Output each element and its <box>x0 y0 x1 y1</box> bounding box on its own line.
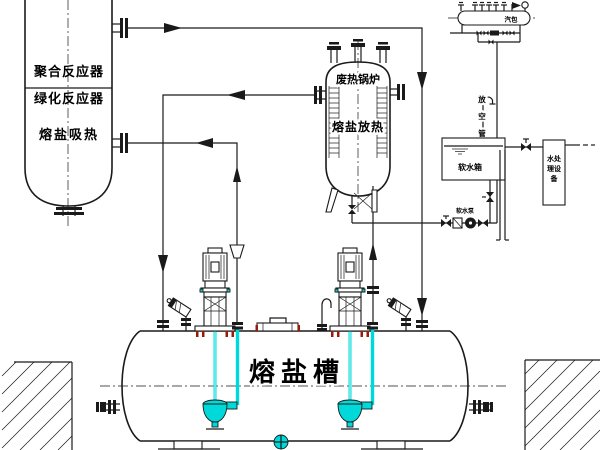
tank-drain-valve <box>273 434 289 450</box>
vent-label-char: 放 <box>477 94 486 104</box>
water-treatment-label-line: 备 <box>550 174 559 183</box>
water-treatment-label-line: 理设 <box>547 164 562 173</box>
flow-arrow-up-icon <box>233 166 241 182</box>
flow-arrow-right-icon <box>164 23 182 33</box>
boiler-top-nozzles <box>327 39 390 63</box>
safety-valve-icon <box>512 2 521 9</box>
pressure-gauge-icon <box>521 1 529 9</box>
steam-drum-label: 汽包 <box>505 15 519 24</box>
boiler-coil-right <box>376 86 388 158</box>
flow-meter-icon <box>490 30 499 36</box>
tank-left-nozzle <box>96 400 120 414</box>
boiler-leg <box>325 187 339 213</box>
pipeline-reactor-to-tank <box>128 23 428 331</box>
vent-label-char: 管 <box>478 128 486 138</box>
molten-salt-tank: 熔盐槽 <box>96 298 506 450</box>
feedwater-pump-group: 软水泵 <box>441 205 488 229</box>
water-treatment-label-line: 水处 <box>547 154 562 163</box>
tank-right-nozzle <box>469 400 493 414</box>
steam-drum: 汽包 <box>448 1 538 45</box>
flow-arrow-up-icon <box>369 243 377 260</box>
pipeline-boiler-to-tank <box>157 90 314 331</box>
reactor-label-2: 绿化反应器 <box>34 91 104 107</box>
tank-leg <box>376 440 406 450</box>
drum-top-nozzles <box>458 1 507 11</box>
feed-pump-label: 软水泵 <box>456 207 475 215</box>
flow-arrow-down-icon <box>417 298 427 316</box>
soft-water-tank-label: 软水箱 <box>458 162 482 172</box>
reactor-label-1: 聚合反应器 <box>33 64 104 80</box>
soft-water-tank: 软水箱 <box>441 137 509 241</box>
tank-gooseneck-vent <box>317 298 332 331</box>
expansion-cone <box>229 244 245 259</box>
vent-pipe: 放 空 管 <box>475 92 496 140</box>
foundation-wall-left <box>1 361 73 450</box>
reactor-vessel: 聚合反应器 绿化反应器 熔盐吸热 <box>24 0 128 226</box>
boiler-top-label: 废热锅炉 <box>336 72 380 86</box>
salt-tank-label: 熔盐槽 <box>249 357 345 388</box>
molten-salt-pump-1 <box>193 246 245 431</box>
foundation-wall-right <box>524 359 600 450</box>
flow-arrow-down-icon <box>158 255 168 273</box>
boiler-leg <box>371 189 378 213</box>
manway-cover <box>255 317 300 332</box>
reactor-label-3: 熔盐吸热 <box>39 127 99 143</box>
flow-arrow-down-icon <box>417 72 427 90</box>
tank-leg <box>173 440 203 450</box>
drum-valve-loop <box>450 25 521 45</box>
molten-salt-pump-2 <box>328 246 380 431</box>
vent-label-char: 空 <box>478 111 486 121</box>
water-treatment-unit: 水处 理设 备 <box>505 138 595 206</box>
pipeline-pump1-to-reactor <box>128 138 245 324</box>
waste-heat-boiler: 废热锅炉 熔盐放热 <box>314 39 405 215</box>
boiler-coil-left <box>328 86 340 158</box>
boiler-body-label: 熔盐放热 <box>332 119 384 134</box>
flow-arrow-left-icon <box>227 90 245 100</box>
temperature-instrument-right <box>384 295 412 332</box>
flow-arrow-left-icon <box>196 138 213 148</box>
